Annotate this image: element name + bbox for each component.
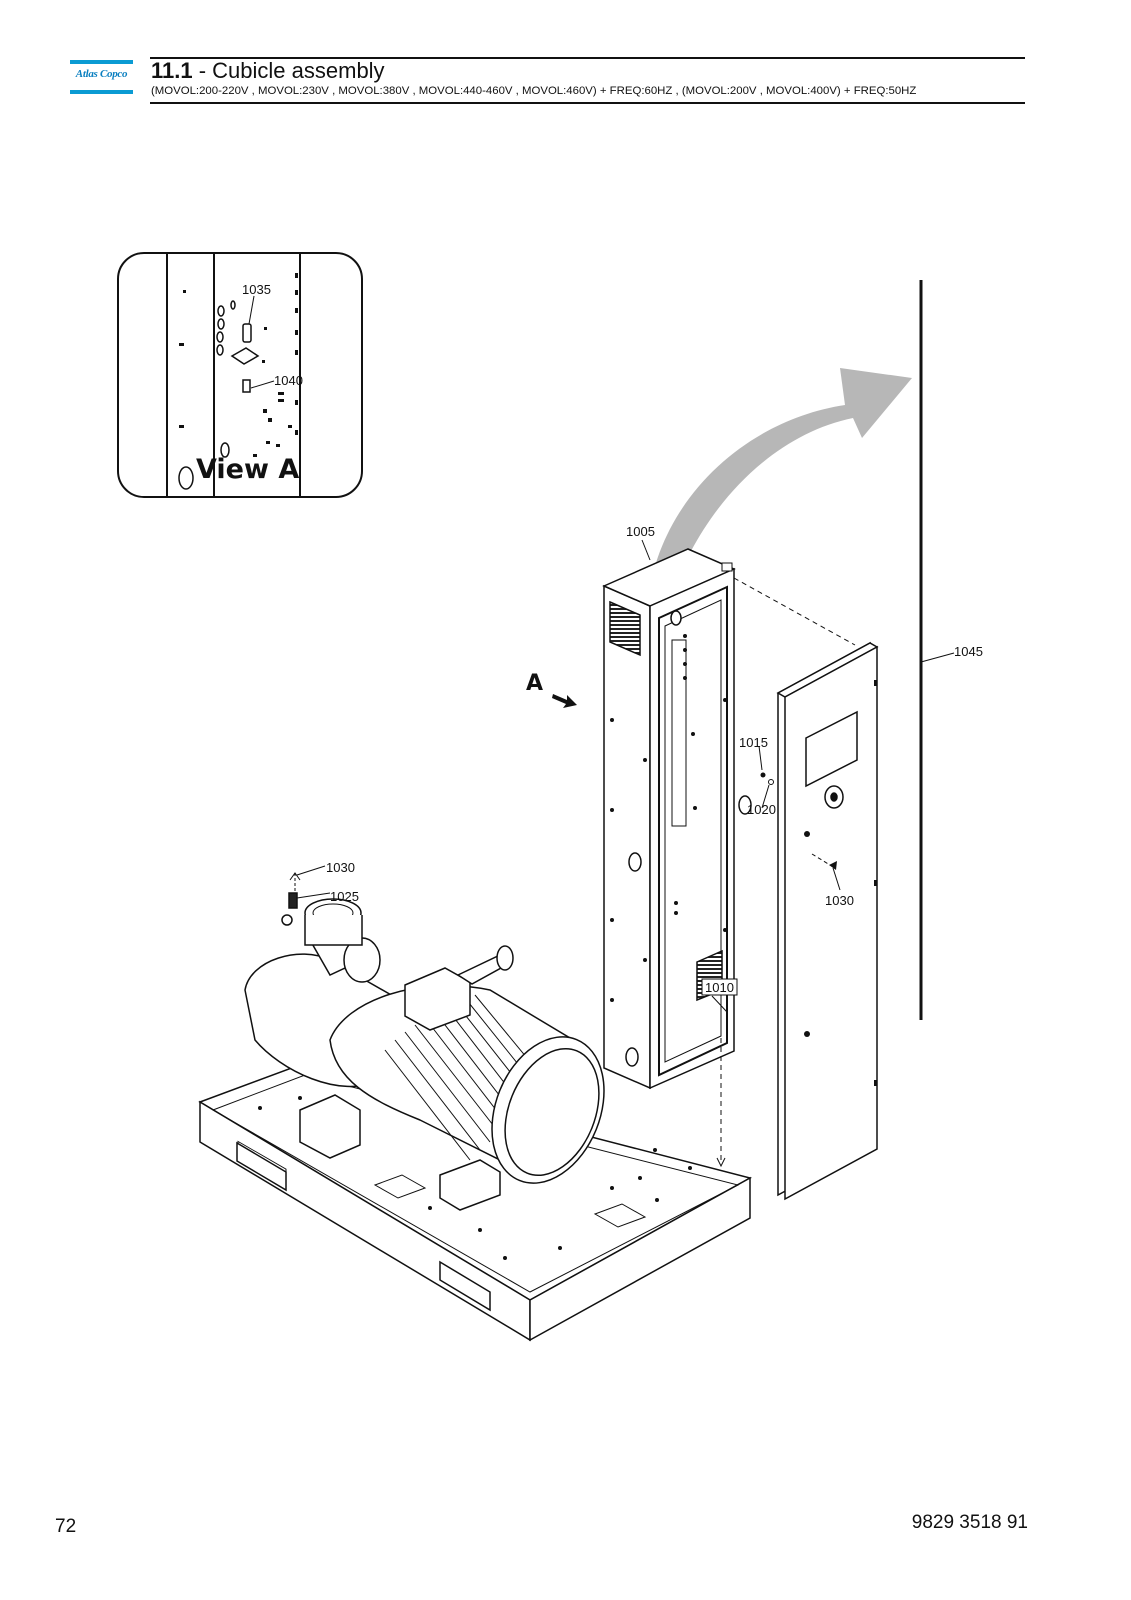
cubicle-1005 [602,548,752,1090]
view-a-direction-arrow: A [526,671,577,708]
callout-1040: 1040 [274,373,303,388]
callout-1020: 1020 [747,802,776,817]
header-rule-bottom [150,102,1025,104]
callout-1030-left: 1030 [326,860,355,875]
view-a-inset: View A 1035 1040 [117,252,363,498]
logo-wordmark: Atlas Copco [75,68,128,80]
view-arrow-label: A [526,671,543,696]
callout-1045: 1045 [954,644,983,659]
view-a-label: View A [196,454,299,485]
door-panel [776,641,879,1201]
callout-1010: 1010 [705,980,734,995]
document-number: 9829 3518 91 [911,1512,1028,1533]
section-number: 11.1 [151,58,193,83]
compressor-motor-assembly [244,892,605,1211]
header-rule-top [150,57,1025,59]
page-number: 72 [55,1516,77,1537]
page-header: Atlas Copco 11.1 - Cubicle assembly (MOV… [0,0,1131,110]
callout-1025: 1025 [330,889,359,904]
callout-1005: 1005 [626,524,655,539]
section-title: 11.1 - Cubicle assembly [151,58,385,84]
atlas-copco-logo: Atlas Copco [70,60,133,94]
callout-1035: 1035 [242,282,271,297]
callout-1015: 1015 [739,735,768,750]
section-title-text: - Cubicle assembly [192,58,385,83]
callout-1030-right: 1030 [825,893,854,908]
leader-lines [296,539,955,1013]
variant-subtitle: (MOVOL:200-220V , MOVOL:230V , MOVOL:380… [151,85,917,97]
